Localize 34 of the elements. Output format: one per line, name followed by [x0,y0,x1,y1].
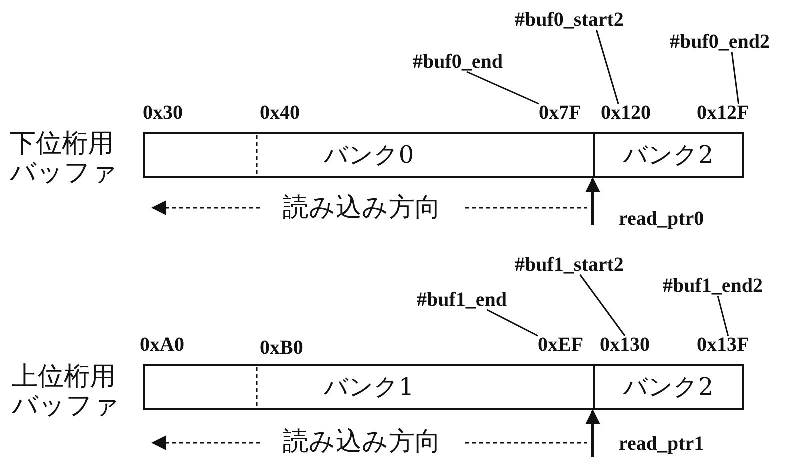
leader-line [596,30,620,104]
bank-cell: バンク1 [143,364,595,410]
leader-line [486,309,538,337]
symbol-label: #buf1_end [417,289,508,311]
address-label: 0x30 [143,102,183,124]
direction-label: 読み込み方向 [283,194,441,223]
leader-line [466,71,540,105]
symbol-label: #buf0_end [413,51,504,73]
leader-line [580,274,626,336]
bank-cell: バンク2 [593,132,744,178]
leader-line [731,52,740,104]
address-label: 0xB0 [260,337,304,359]
symbol-label: #buf0_end2 [670,31,770,53]
address-label: 0x12F [697,102,750,124]
bank-cell: バンク2 [593,364,744,410]
address-label: 0xEF [538,334,584,356]
symbol-label: #buf1_start2 [515,254,624,276]
pointer-arrow [586,410,600,457]
direction-label: 読み込み方向 [283,428,441,457]
pointer-label: read_ptr1 [619,433,704,455]
address-label: 0xA0 [140,334,184,356]
bank-cell: バンク0 [143,132,595,178]
pointer-arrow [586,178,600,225]
address-label: 0x13F [697,334,750,356]
symbol-label: #buf0_start2 [515,9,624,31]
leader-line [717,296,730,336]
buffer-label: 下位桁用バッファ [10,130,118,188]
pointer-label: read_ptr0 [619,208,704,230]
address-label: 0x120 [601,102,651,124]
symbol-label: #buf1_end2 [663,275,764,297]
address-label: 0x130 [600,334,650,356]
address-label: 0x7F [539,102,582,124]
buffer-label: 上位桁用バッファ [12,363,120,421]
address-label: 0x40 [260,102,300,124]
